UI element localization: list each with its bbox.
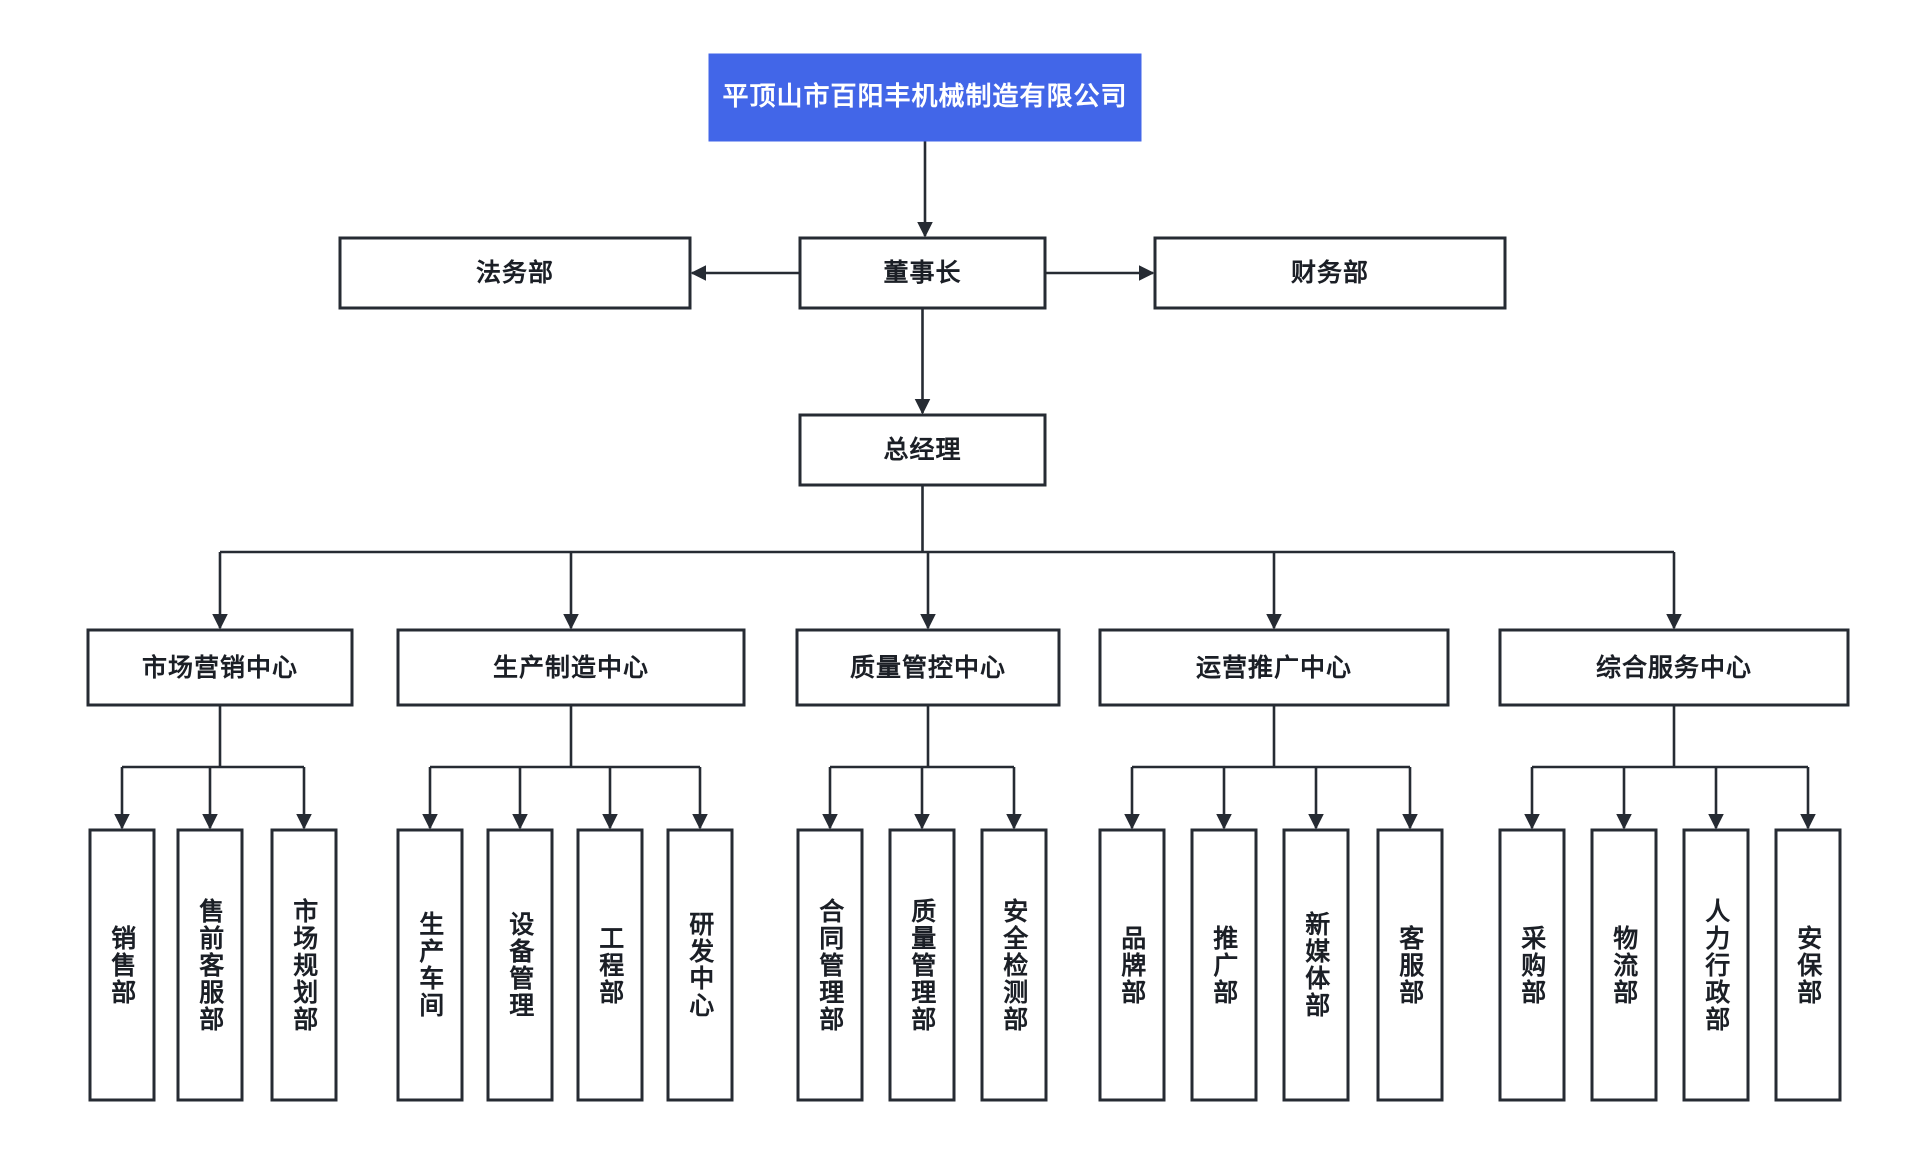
leaf-box-3-3[interactable] <box>980 828 1048 1102</box>
leaf-box-4-2[interactable] <box>1190 828 1258 1102</box>
center-box-4[interactable] <box>1098 628 1450 707</box>
chairman-box[interactable] <box>798 236 1047 310</box>
leaf-box-3-1[interactable] <box>796 828 864 1102</box>
leaf-box-4-3[interactable] <box>1282 828 1350 1102</box>
center-box-1[interactable] <box>86 628 354 707</box>
leaf-box-4-4[interactable] <box>1376 828 1444 1102</box>
general-manager-box[interactable] <box>798 413 1047 487</box>
leaf-box-2-4[interactable] <box>666 828 734 1102</box>
leaf-box-5-1[interactable] <box>1498 828 1566 1102</box>
center-box-3[interactable] <box>795 628 1061 707</box>
legal-dept-box[interactable] <box>338 236 692 310</box>
node-boxes <box>86 53 1850 1102</box>
center-box-5[interactable] <box>1498 628 1850 707</box>
leaf-box-5-2[interactable] <box>1590 828 1658 1102</box>
connector-lines <box>114 140 1816 830</box>
leaf-box-5-3[interactable] <box>1682 828 1750 1102</box>
leaf-box-1-3[interactable] <box>270 828 338 1102</box>
leaf-box-1-2[interactable] <box>176 828 244 1102</box>
leaf-box-2-1[interactable] <box>396 828 464 1102</box>
root-company-box[interactable] <box>708 53 1142 142</box>
leaf-box-4-1[interactable] <box>1098 828 1166 1102</box>
leaf-box-5-4[interactable] <box>1774 828 1842 1102</box>
leaf-box-3-2[interactable] <box>888 828 956 1102</box>
leaf-box-2-2[interactable] <box>486 828 554 1102</box>
leaf-box-2-3[interactable] <box>576 828 644 1102</box>
center-box-2[interactable] <box>396 628 746 707</box>
leaf-box-1-1[interactable] <box>88 828 156 1102</box>
finance-dept-box[interactable] <box>1153 236 1507 310</box>
